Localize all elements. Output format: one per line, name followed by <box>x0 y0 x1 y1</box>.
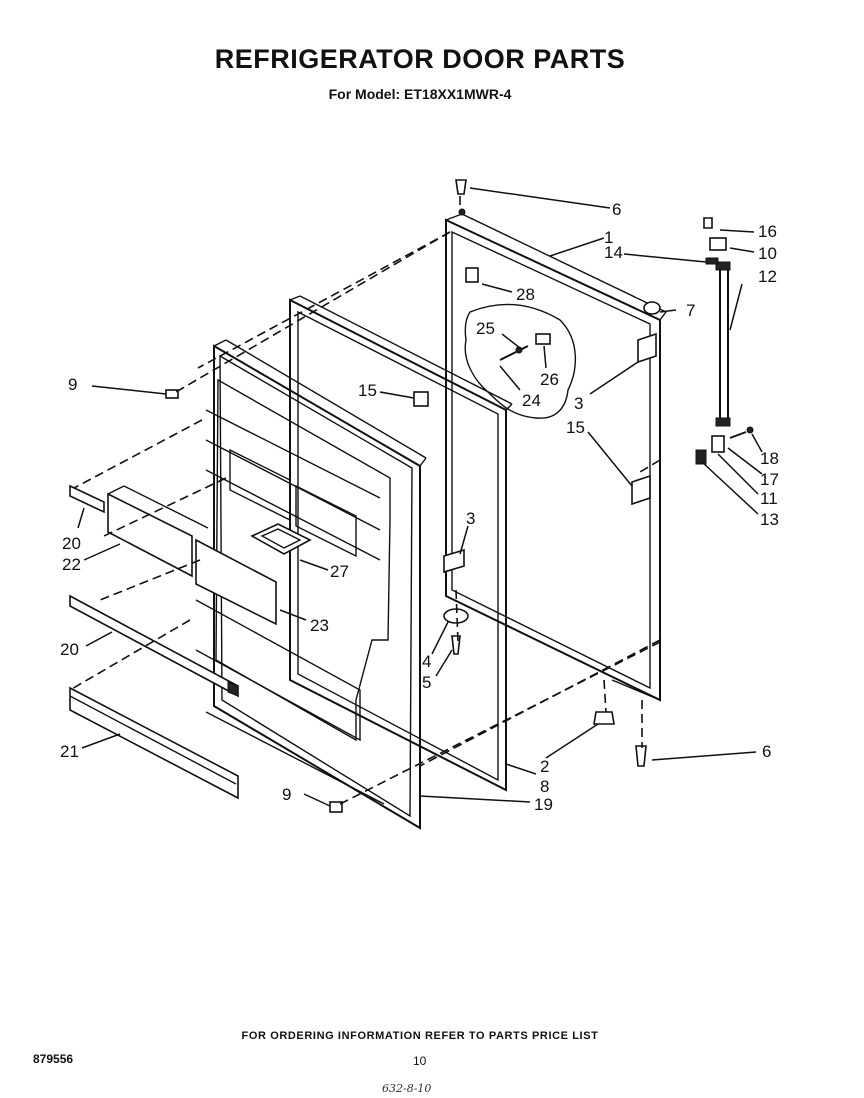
callout-label: 12 <box>758 267 777 286</box>
part-24-screw <box>499 345 529 361</box>
callout-label: 7 <box>686 301 695 320</box>
callout-label: 9 <box>282 785 291 804</box>
outer-door-panel <box>445 213 667 702</box>
page-title: REFRIGERATOR DOOR PARTS <box>214 44 626 74</box>
door-gasket <box>289 295 513 792</box>
callout-label: 23 <box>310 616 329 635</box>
small-hardware <box>165 179 647 813</box>
part-20-retainer-lower <box>69 594 239 698</box>
ordering-note: FOR ORDERING INFORMATION REFER TO PARTS … <box>241 1030 599 1042</box>
part-21-trim <box>69 686 239 800</box>
callout-label: 27 <box>330 562 349 581</box>
callout-label: 3 <box>466 509 475 528</box>
part-23-shelf <box>195 538 277 626</box>
model-subtitle: For Model: ET18XX1MWR-4 <box>328 86 512 102</box>
callout-label: 14 <box>604 243 623 262</box>
callout-label: 8 <box>540 777 549 796</box>
callout-labels: 6 1 16 14 10 12 28 7 25 26 9 15 24 3 15 … <box>60 200 779 814</box>
callout-label: 17 <box>760 470 779 489</box>
callout-label: 20 <box>60 640 79 659</box>
callout-label: 18 <box>760 449 779 468</box>
callout-label: 1 <box>604 228 613 247</box>
callout-label: 24 <box>522 391 541 410</box>
callout-label: 3 <box>574 394 583 413</box>
callout-label: 13 <box>760 510 779 529</box>
callout-label: 25 <box>476 319 495 338</box>
part-27-dairy-door <box>250 523 312 555</box>
callout-label: 16 <box>758 222 777 241</box>
callout-label: 4 <box>422 652 431 671</box>
document-number: 879556 <box>33 1052 74 1066</box>
hinge-assembly <box>631 217 754 506</box>
callout-label: 22 <box>62 555 81 574</box>
part-22-shelf <box>107 492 193 578</box>
callout-label: 21 <box>60 742 79 761</box>
callout-label: 26 <box>540 370 559 389</box>
callout-label: 20 <box>62 534 81 553</box>
handwritten-note: 632-8-10 <box>382 1082 432 1095</box>
callout-label: 15 <box>566 418 585 437</box>
part-26-clip <box>535 333 551 345</box>
callout-label: 10 <box>758 244 777 263</box>
callout-label: 5 <box>422 673 431 692</box>
callout-label: 2 <box>540 757 549 776</box>
callout-label: 6 <box>762 742 771 761</box>
callout-label: 6 <box>612 200 621 219</box>
callout-label: 28 <box>516 285 535 304</box>
callout-label: 15 <box>358 381 377 400</box>
detail-breakout <box>464 303 577 419</box>
page-number: 10 <box>413 1054 427 1068</box>
callout-label: 19 <box>534 795 553 814</box>
callout-label: 11 <box>760 489 778 508</box>
part-20-retainer-upper <box>69 484 105 514</box>
callout-label: 9 <box>68 375 77 394</box>
